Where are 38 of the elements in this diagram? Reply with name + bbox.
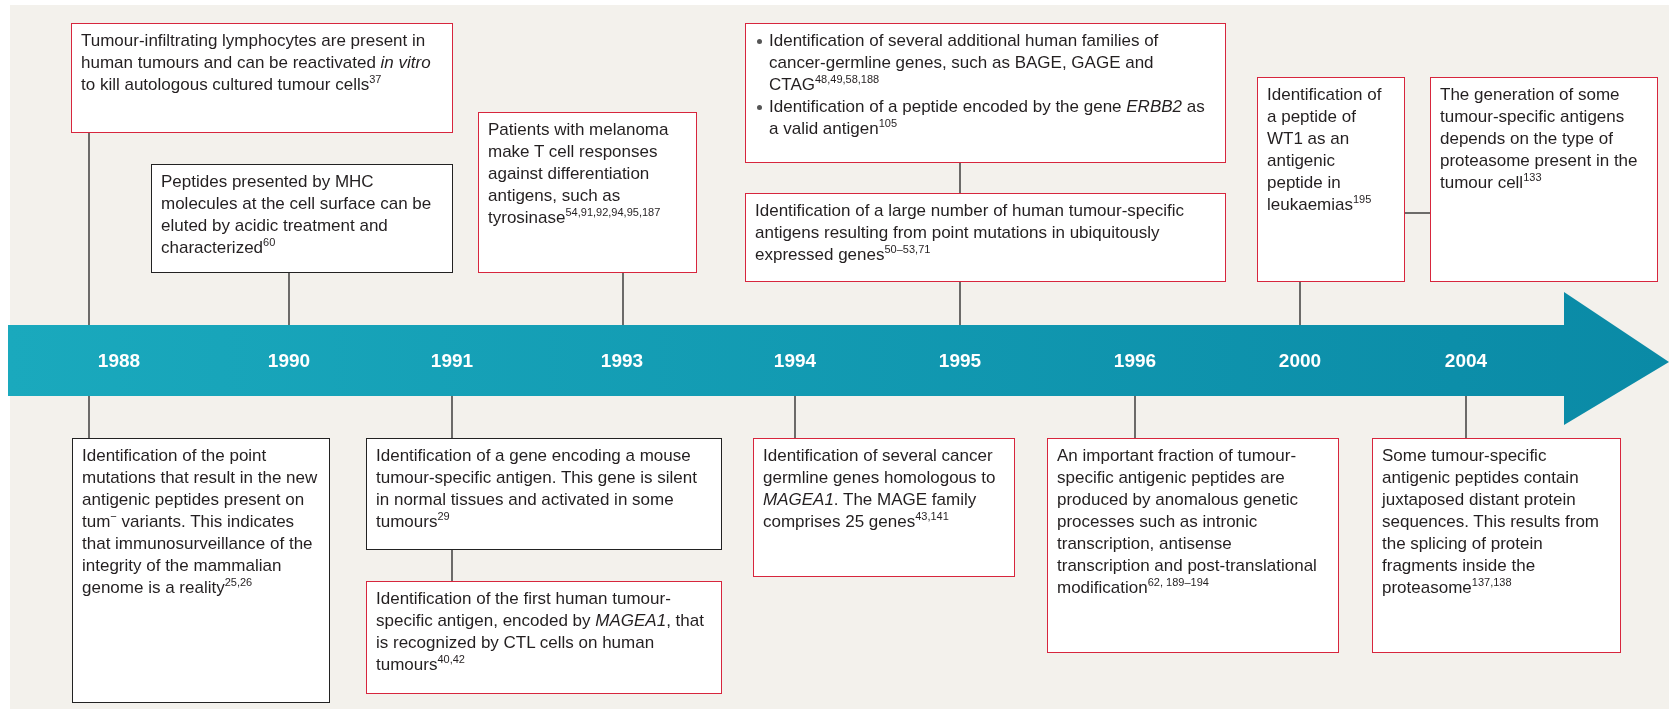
connector-line xyxy=(1465,395,1467,439)
event-box: An important fraction of tumour-specific antigenic peptides are produced by anomalous genetic processes such as intronic transcription, antisense transcription and post-translational modification$^{62, 189–194}$ xyxy=(1047,438,1339,653)
year-label: 1994 xyxy=(755,325,835,396)
year-label: 1995 xyxy=(920,325,1000,396)
connector-line xyxy=(451,395,453,439)
connector-line xyxy=(794,395,796,439)
event-box: Identification of the point mutations that result in the new antigenic peptides present on tum$^{−}$ variants. This indicates that immunosurveillance of the integrity of the mammalian genome is a reality$^{25,26}$ xyxy=(72,438,330,703)
connector-line xyxy=(88,395,90,439)
year-label: 1996 xyxy=(1095,325,1175,396)
event-box: Identification of a gene encoding a mouse tumour-specific antigen. This gene is silent in normal tissues and activated in some tumours$^{29}$ xyxy=(366,438,722,550)
event-box: The generation of some tumour-specific antigens depends on the type of proteasome present in the tumour cell$^{133}$ xyxy=(1430,77,1658,282)
event-box xyxy=(745,23,1226,163)
event-box: Identification of a peptide of WT1 as an antigenic peptide in leukaemias$^{195}$ xyxy=(1257,77,1405,282)
year-label: 1991 xyxy=(412,325,492,396)
connector-line xyxy=(1134,395,1136,439)
year-label: 2004 xyxy=(1426,325,1506,396)
bullet-text: Identification of several additional human families of cancer-germline genes, such as BAGE, GAGE and CTAG$^{48,49,58,188}$ xyxy=(755,30,1216,96)
event-box: Peptides presented by MHC molecules at the cell surface can be eluted by acidic treatment and characterized$^{60}$ xyxy=(151,164,453,273)
connector-line xyxy=(1404,212,1431,214)
event-box: Identification of a large number of human tumour-specific antigens resulting from point mutations in ubiquitously expressed genes$^{50–53,71}$ xyxy=(745,193,1226,282)
timeline-arrow xyxy=(8,292,1669,425)
bullet-text: Identification of a peptide encoded by the gene ERBB2 as a valid antigen$^{105}$ xyxy=(755,96,1216,140)
connector-line xyxy=(288,272,290,326)
connector-line xyxy=(1299,281,1301,326)
year-label: 1993 xyxy=(582,325,662,396)
event-box: Identification of the first human tumour-specific antigen, encoded by MAGEA1, that is recognized by CTL cells on human tumours$^{40,42}$ xyxy=(366,581,722,694)
event-box: Some tumour-specific antigenic peptides contain juxtaposed distant protein sequences. This results from the splicing of protein fragments inside the proteasome$^{137,138}$ xyxy=(1372,438,1621,653)
year-label: 1988 xyxy=(79,325,159,396)
event-box: Identification of several cancer germline genes homologous to MAGEA1. The MAGE family comprises 25 genes$^{43,141}$ xyxy=(753,438,1015,577)
connector-line xyxy=(959,162,961,194)
year-label: 1990 xyxy=(249,325,329,396)
event-box: Patients with melanoma make T cell responses against differentiation antigens, such as tyrosinase$^{54,91,92,94,95,187}$ xyxy=(478,112,697,273)
connector-line xyxy=(88,132,90,326)
year-label: 2000 xyxy=(1260,325,1340,396)
event-box: Tumour-infiltrating lymphocytes are present in human tumours and can be reactivated in vitro to kill autologous cultured tumour cells$^{37}$ xyxy=(71,23,453,133)
connector-line xyxy=(959,281,961,326)
connector-line xyxy=(451,549,453,582)
connector-line xyxy=(622,272,624,326)
